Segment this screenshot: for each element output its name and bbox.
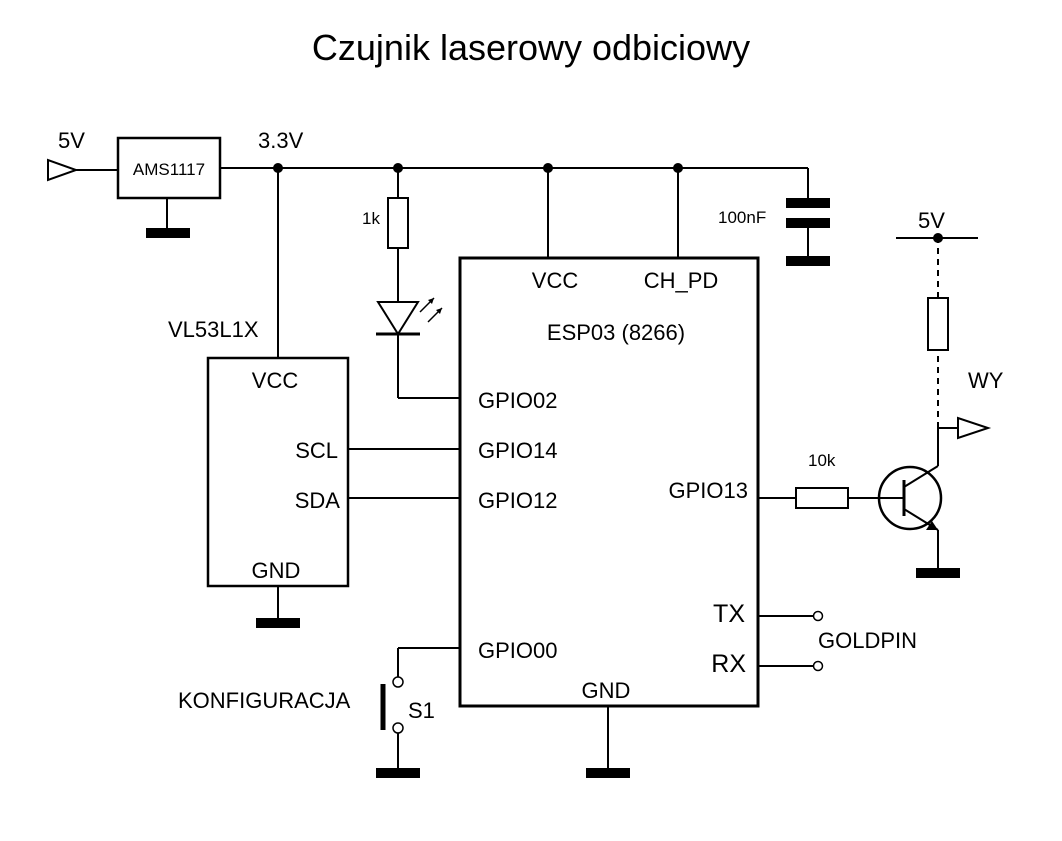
sensor-pin-gnd: GND	[252, 558, 301, 583]
capacitor-plate-bottom	[786, 218, 830, 228]
switch-contact-top	[392, 676, 404, 688]
regulator-label: AMS1117	[133, 160, 205, 179]
output-port-arrow	[957, 416, 992, 440]
switch-contact-bottom	[392, 722, 404, 734]
transistor-ground	[916, 568, 960, 578]
goldpin-rx-pin	[812, 660, 824, 672]
pullup-5v-label: 5V	[918, 208, 945, 233]
sensor-pin-vcc: VCC	[252, 368, 299, 393]
mcu-pin-tx: TX	[713, 600, 745, 628]
mcu-pin-gpio12: GPIO12	[478, 488, 557, 513]
sensor-name: VL53L1X	[168, 317, 259, 342]
switch-ground	[376, 768, 420, 778]
led-light-arrows	[419, 297, 443, 323]
capacitor-label: 100nF	[718, 208, 766, 227]
switch-label: KONFIGURACJA	[178, 688, 351, 713]
capacitor-ground	[786, 256, 830, 266]
sensor-pin-scl: SCL	[295, 438, 338, 463]
npn-transistor	[877, 465, 943, 531]
input-5v-label: 5V	[58, 128, 85, 153]
led-resistor-label: 1k	[362, 209, 380, 228]
mcu-name: ESP03 (8266)	[547, 320, 685, 345]
goldpin-tx-pin	[812, 610, 824, 622]
mcu-pin-gpio00: GPIO00	[478, 638, 557, 663]
mcu-box	[458, 256, 760, 708]
mcu-ground	[586, 768, 630, 778]
base-resistor	[795, 487, 849, 509]
base-resistor-label: 10k	[808, 451, 836, 470]
mcu-pin-gpio13: GPIO13	[669, 478, 748, 503]
mcu-pin-gnd: GND	[582, 678, 631, 703]
mcu-pin-chpd: CH_PD	[644, 268, 719, 293]
pullup-resistor	[927, 297, 949, 351]
sensor-ground	[256, 618, 300, 628]
mcu-pin-vcc: VCC	[532, 268, 579, 293]
switch-name: S1	[408, 698, 435, 723]
transistor-emitter-arrow	[926, 521, 938, 530]
mcu-pin-gpio02: GPIO02	[478, 388, 557, 413]
mcu-pin-gpio14: GPIO14	[478, 438, 557, 463]
rail-3v3-label: 3.3V	[258, 128, 304, 153]
capacitor-plate-top	[786, 198, 830, 208]
goldpin-label: GOLDPIN	[818, 628, 917, 653]
sensor-box	[206, 356, 350, 588]
led-resistor	[387, 197, 409, 249]
led-diode	[376, 301, 420, 336]
input-port-arrow	[47, 158, 79, 182]
output-label: WY	[968, 368, 1004, 393]
regulator-ground	[146, 228, 190, 238]
sensor-pin-sda: SDA	[295, 488, 341, 513]
mcu-pin-rx: RX	[711, 650, 746, 678]
diagram-title: Czujnik laserowy odbiciowy	[312, 27, 750, 68]
